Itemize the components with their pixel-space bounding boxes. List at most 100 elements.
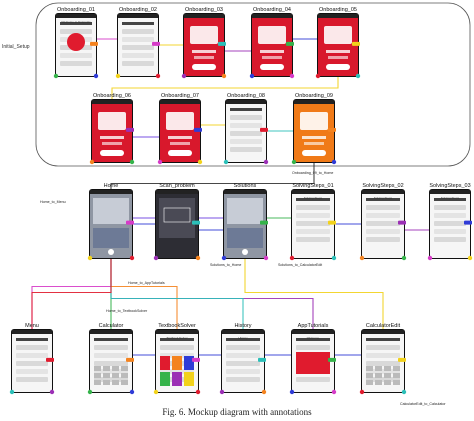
continue-button[interactable] [260,64,284,70]
header-line [230,108,262,111]
calculator-key[interactable] [375,366,382,371]
edge-label: Home_to_TextbookSolver [106,309,148,313]
calculator-key[interactable] [366,373,373,378]
content-row [230,131,262,136]
calculator-key[interactable] [103,366,110,371]
annotation-tag [46,357,54,362]
screen-title: Onboarding_06 [93,93,131,99]
crop-frame [163,207,191,223]
status-bar [362,330,404,334]
book-cover[interactable] [184,356,194,370]
status-bar [56,14,96,18]
annotation-marker [129,159,135,165]
calculator-key[interactable] [366,380,373,385]
continue-button[interactable] [302,150,326,156]
continue-button[interactable] [168,150,192,156]
status-bar [160,100,200,104]
content-row [366,353,400,358]
calculator-key[interactable] [121,373,128,378]
content-row [226,353,260,358]
calculator-key[interactable] [103,380,110,385]
shutter-button[interactable] [108,249,114,255]
screen-heading: History [238,336,248,340]
status-bar [224,190,266,194]
annotation-marker [49,389,55,395]
calculator-key[interactable] [384,366,391,371]
content-row [16,353,48,358]
status-bar [90,330,132,334]
calculator-key[interactable] [393,366,400,371]
text-line [260,50,284,53]
text-line [168,136,192,139]
continue-button[interactable] [192,64,216,70]
calculator-key[interactable] [94,366,101,371]
book-cover[interactable] [172,356,182,370]
annotation-marker [289,389,295,395]
calculator-key[interactable] [112,380,119,385]
screen-title: Home [104,183,119,189]
content-row [122,53,154,58]
continue-button[interactable] [100,150,124,156]
calculator-key[interactable] [112,366,119,371]
book-cover[interactable] [160,356,170,370]
header-line [160,338,194,341]
calculator-key[interactable] [112,373,119,378]
text-line [170,142,190,145]
calculator-key[interactable] [393,380,400,385]
annotation-tag [398,357,406,362]
calculator-key[interactable] [384,373,391,378]
annotation-marker [195,389,201,395]
calculator-key[interactable] [94,373,101,378]
calculator-key[interactable] [384,380,391,385]
shutter-button[interactable] [242,249,248,255]
content-row [60,29,92,34]
annotation-marker [221,73,227,79]
text-line [194,56,214,59]
calculator-key[interactable] [366,366,373,371]
header-line [60,22,92,25]
book-cover[interactable] [184,372,194,386]
calculator-key[interactable] [94,380,101,385]
annotation-marker [129,255,135,261]
content-row [16,345,48,350]
content-panel [227,228,263,248]
status-bar [292,190,334,194]
screen-menu: Menu [9,323,55,395]
annotation-marker [219,389,225,395]
status-bar [156,190,198,194]
screen-title: SolvingSteps_02 [362,183,403,189]
status-bar [92,100,132,104]
status-bar [184,14,224,18]
content-row [94,377,128,382]
calculator-key[interactable] [121,366,128,371]
calculator-key[interactable] [393,373,400,378]
calculator-key[interactable] [375,380,382,385]
book-cover[interactable] [160,372,170,386]
content-row [226,377,260,382]
continue-button[interactable] [326,64,350,70]
screen-title: AppTutorials [298,323,329,329]
screen-title: Onboarding_02 [119,7,157,13]
screen-scan: Scan_problem [153,183,201,261]
calculator-key[interactable] [103,373,110,378]
status-bar [362,190,404,194]
camera-preview [93,198,129,224]
header-line [366,338,400,341]
calculator-key[interactable] [375,373,382,378]
annotation-tag [192,220,200,225]
status-bar [90,190,132,194]
status-bar [318,14,358,18]
content-row [366,377,400,382]
calculator-key[interactable] [121,380,128,385]
book-cover[interactable] [172,372,182,386]
content-row [366,361,400,366]
illustration-card [258,26,286,44]
screen-title: History [234,323,251,329]
screen-heading: Welcome [307,336,320,340]
annotation-marker [331,389,337,395]
annotation-marker [155,73,161,79]
screen-onb08: Onboarding_08 [223,93,269,165]
